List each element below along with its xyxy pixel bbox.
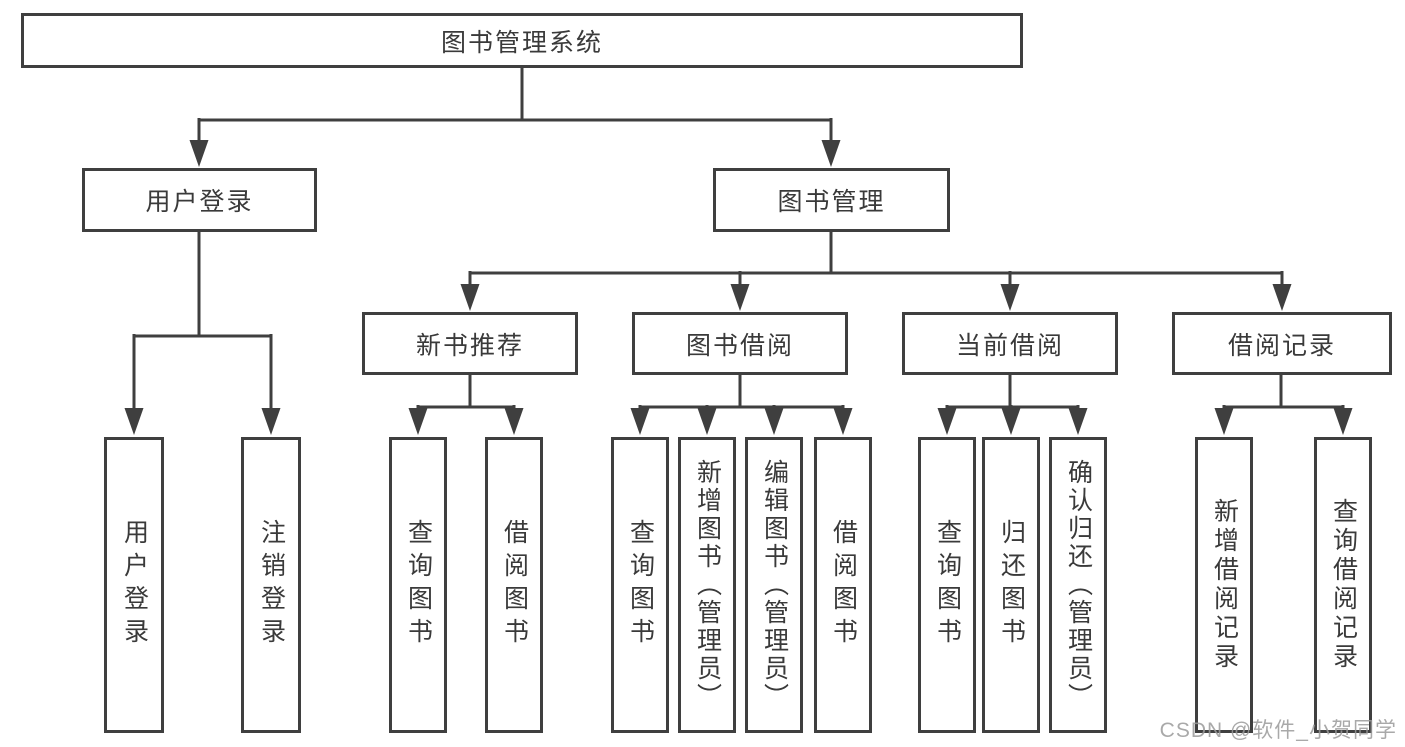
leaf-bb-query-book: 查询图书 [611,437,669,733]
leaf-br-query-record-label: 查询借阅记录 [1329,498,1358,672]
node-user-login: 用户登录 [82,168,317,232]
connector-lines [132,66,1345,411]
leaf-cb-return-book-label: 归还图书 [997,519,1026,651]
leaf-nbr-query-book: 查询图书 [389,437,447,733]
leaf-nbr-borrow-book: 借阅图书 [485,437,543,733]
leaf-bb-edit-book-label: 编辑图书（管理员） [760,459,789,711]
node-user-login-label: 用户登录 [145,188,254,216]
leaf-bb-add-book: 新增图书（管理员） [678,437,736,733]
leaf-bb-add-book-label: 新增图书（管理员） [693,459,722,711]
arrowheads [124,140,1353,435]
leaf-bb-borrow-book-label: 借阅图书 [829,519,858,651]
leaf-user-login: 用户登录 [104,437,164,733]
leaf-logout-label: 注销登录 [257,519,286,651]
node-borrow-record-label: 借阅记录 [1227,331,1336,360]
leaf-cb-query-book: 查询图书 [918,437,976,733]
leaf-cb-confirm-return: 确认归还（管理员） [1049,437,1107,733]
node-new-book-recommend: 新书推荐 [362,312,578,375]
node-root-label: 图书管理系统 [440,28,603,57]
leaf-cb-query-book-label: 查询图书 [933,519,962,651]
leaf-nbr-borrow-book-label: 借阅图书 [500,519,529,651]
node-new-book-recommend-label: 新书推荐 [415,331,524,360]
leaf-cb-confirm-return-label: 确认归还（管理员） [1064,459,1093,711]
node-root: 图书管理系统 [21,13,1023,68]
node-borrow-record: 借阅记录 [1172,312,1392,375]
node-current-borrow-label: 当前借阅 [955,331,1064,360]
leaf-user-login-label: 用户登录 [120,519,149,651]
node-book-borrow: 图书借阅 [632,312,848,375]
node-book-management: 图书管理 [713,168,950,232]
leaf-br-query-record: 查询借阅记录 [1314,437,1372,733]
leaf-bb-borrow-book: 借阅图书 [814,437,872,733]
node-book-management-label: 图书管理 [777,188,886,216]
leaf-cb-return-book: 归还图书 [982,437,1040,733]
leaf-br-add-record: 新增借阅记录 [1195,437,1253,733]
leaf-bb-query-book-label: 查询图书 [626,519,655,651]
node-book-borrow-label: 图书借阅 [685,331,794,360]
watermark-text: CSDN @软件_小贺同学 [1159,719,1397,742]
node-current-borrow: 当前借阅 [902,312,1118,375]
leaf-logout: 注销登录 [241,437,301,733]
leaf-br-add-record-label: 新增借阅记录 [1210,498,1239,672]
leaf-nbr-query-book-label: 查询图书 [404,519,433,651]
leaf-bb-edit-book: 编辑图书（管理员） [745,437,803,733]
